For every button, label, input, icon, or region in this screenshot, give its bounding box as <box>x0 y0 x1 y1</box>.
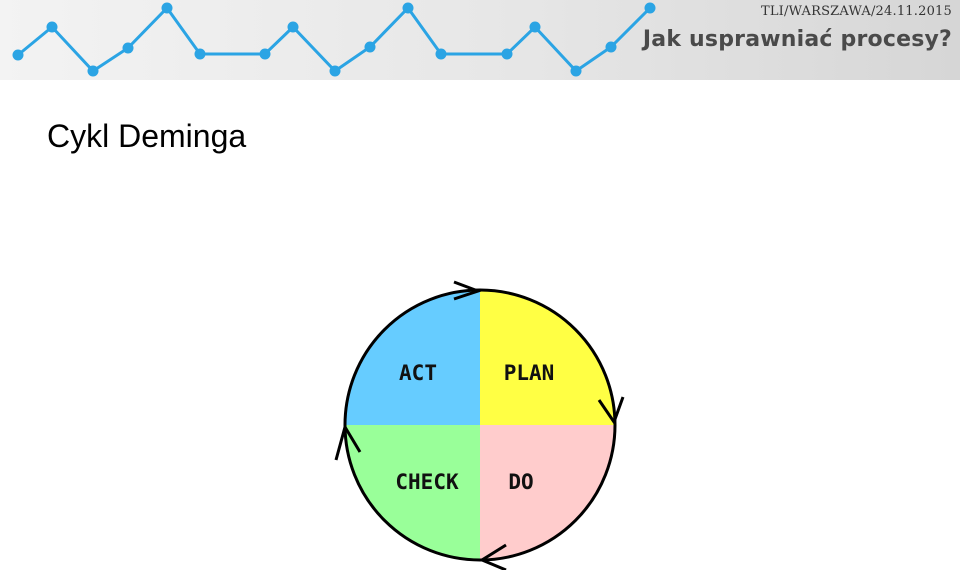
banner-point <box>87 65 99 77</box>
banner-point <box>501 48 513 60</box>
banner-line-decoration <box>12 2 656 77</box>
banner-point <box>46 21 58 33</box>
banner-point <box>529 21 541 33</box>
arrow-top-icon <box>453 280 483 301</box>
label-act: ACT <box>399 361 437 385</box>
label-plan: PLAN <box>504 361 555 385</box>
pdca-cycle-diagram: ACT PLAN CHECK DO <box>334 280 625 570</box>
arrow-bottom-icon <box>478 543 507 570</box>
banner-point <box>122 42 134 54</box>
banner-point <box>194 48 206 60</box>
quadrant-act <box>345 290 480 425</box>
banner-point <box>364 41 376 53</box>
banner-point <box>259 48 271 60</box>
arrow-left-icon <box>334 423 362 461</box>
event-info: TLI/WARSZAWA/24.11.2015 <box>760 4 952 19</box>
banner-point <box>329 65 341 77</box>
banner-point <box>570 65 582 77</box>
arrow-right-icon <box>597 396 625 426</box>
banner-point <box>435 48 447 60</box>
banner-point <box>605 41 617 53</box>
label-do: DO <box>508 470 533 494</box>
banner-point <box>161 2 173 14</box>
slide-title: Cykl Deminga <box>47 118 247 154</box>
banner-point <box>402 2 414 14</box>
header-banner: TLI/WARSZAWA/24.11.2015 Jak usprawniać p… <box>0 0 960 80</box>
banner-line-points <box>12 2 656 77</box>
banner-zigzag-line <box>17 5 652 73</box>
banner-point <box>644 2 656 14</box>
quadrant-plan <box>480 290 615 425</box>
quadrant-do <box>480 425 615 560</box>
banner-point <box>12 49 24 61</box>
banner-title: Jak usprawniać procesy? <box>642 27 952 52</box>
quadrant-check <box>345 425 480 560</box>
label-check: CHECK <box>395 470 459 494</box>
banner-point <box>287 21 299 33</box>
